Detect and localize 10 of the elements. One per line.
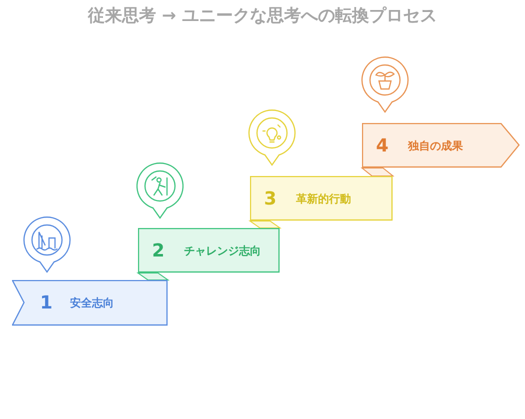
step-number: 3: [264, 188, 277, 209]
step-label: 革新的行動: [296, 191, 351, 206]
step-banner: [12, 280, 168, 326]
title: 従来思考 → ユニークな思考への転換プロセス: [86, 5, 438, 27]
step-label: 独自の成果: [408, 138, 463, 153]
step-number: 2: [152, 240, 165, 261]
step-number: 1: [40, 292, 53, 314]
step-label: チャレンジ志向: [184, 243, 261, 258]
step-number: 4: [376, 135, 389, 156]
step-label: 安全志向: [70, 296, 114, 310]
